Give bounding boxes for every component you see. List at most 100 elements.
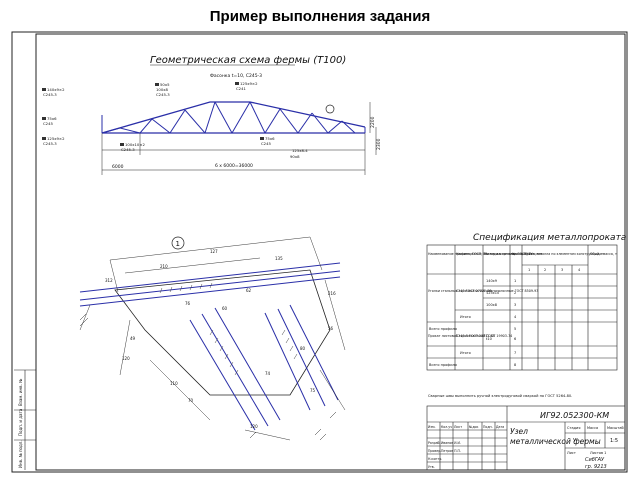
cut-hatching [79,313,337,441]
callout: 125х9×2 [47,136,65,141]
dim-panel: 6000 [112,164,124,170]
stamp-stage: У [573,438,576,444]
stamp-stage-label: Стадия [567,426,580,430]
dim-height-right: 2300 [376,138,382,150]
spec-subheader: 4 [578,268,581,272]
callout: 75х6 [47,116,57,121]
truss-scheme: Геометрическая схема фермы (Т100) Фасонк… [42,55,382,175]
stamp-role-name: Иванов И.И. [441,441,461,445]
callout: С241 [236,86,246,91]
spec-note: Сварные швы выполнить ручной электродуго… [428,394,572,398]
node-dim: 70 [188,398,194,403]
node-dim: 312 [105,278,113,283]
callout: С245-3 [43,141,57,146]
chord-member [79,262,341,307]
stamp-scale: 1:5 [610,438,618,444]
stamp-scale-label: Масштаб [607,426,624,430]
side-label-3: Взам. инв. № [18,379,23,406]
node-dim: 75 [310,388,316,393]
scheme-title: Геометрическая схема фермы (Т100) [150,55,346,66]
callout: С245 [261,141,271,146]
stamp-node-title: Узел [510,427,528,436]
spec-cell: 125х10 [486,291,499,295]
gusset-plate [114,269,331,396]
spec-header: Общая масса, т [590,252,617,256]
callout: С245-3 [156,92,170,97]
drawing-sheet: Инв. № подл. Подп. и дата Взам. инв. № Г… [11,31,628,473]
stamp-col-header: Кол.уч [441,425,452,429]
dim-total: 6 х 6000=36000 [215,163,253,169]
node-dim: 60 [222,306,228,311]
side-strip: Инв. № подл. Подп. и дата Взам. инв. № [14,369,36,470]
spec-title: Спецификация металлопроката [473,233,626,243]
scheme-dimensions [101,102,377,175]
spec-cell: Уголки стальные горячекатаные равнополоч… [428,289,538,293]
spec-cell: 100х8 [486,303,497,307]
spec-cell: 2 [514,291,516,295]
spec-header: Масса металла по элементам конструкций, … [524,252,603,256]
stamp-col-header: Лист [454,425,462,429]
callout: С245-3 [121,147,135,152]
spec-subheader: 3 [561,268,563,272]
callout: 100х8 [156,87,168,92]
node-dim: 135 [275,256,283,261]
node-dim: 49 [130,336,136,341]
top-chord [101,101,366,134]
side-label-2: Подп. и дата [18,408,23,436]
spec-cell: 140х9 [486,279,497,283]
spec-cell: С245-3 ГОСТ 27772-88 [456,334,495,338]
callout: 50х5 [160,82,170,87]
spec-cell: 1 [514,279,516,283]
stamp-col-header: Изм. [428,425,436,429]
node-dim: 120 [250,424,258,429]
stamp-mass-label: Масса [587,426,598,430]
weld-seams [159,282,298,376]
sheet-border [11,31,628,473]
spec-cell: Всего профиля [429,363,457,367]
node-dim: 74 [265,371,271,376]
spec-cell: Итого [460,315,471,319]
node-dim: 62 [246,288,252,293]
stamp-object-title: металлической фермы [510,437,601,446]
stamp-role-name: Петров П.П. [441,449,461,453]
spec-cell: 3 [514,303,516,307]
callout: 100х10×2 [125,142,146,147]
stamp-col-header: Дата [496,425,504,429]
callout: С245 [43,121,53,126]
scheme-sub-caption: Фасонка t=10, С245-3 [210,73,262,79]
spec-cell: Прокат листовой горячекатаный ГОСТ 19903… [428,334,512,338]
diagonal-right [264,304,339,411]
spec-cell: 6 [514,337,516,341]
callout: 125х9×2 [240,81,258,86]
stamp-role: Утв. [428,465,435,469]
stamp-sheets: Листов 1 [590,451,606,455]
spec-header: Номер или размеры профиля, мм [484,252,543,256]
node-number: 1 [176,240,180,248]
diagonal-left [189,307,281,431]
inner-frame [35,33,626,471]
spec-header: Наименование профиля, ГОСТ, ТУ [428,252,487,256]
stamp-role: Разраб. [428,441,441,445]
node-dim: 76 [185,301,191,306]
stamp-col-header: №док [469,425,478,429]
stamp-sheet: Лист [567,451,576,455]
node-dim: 110 [170,381,178,386]
node-dim: 127 [210,249,218,254]
stamp-org: СибГАУ [585,457,605,463]
stamp-code: ИГ92.052300-КМ [540,411,609,420]
spec-cell: 5 [514,327,516,331]
callout: 90х8 [290,154,300,159]
dim-height-left: 2200 [370,116,376,128]
stamp-role: Провер. [428,449,441,453]
spec-cell: 7 [514,351,516,355]
profile-callouts: 140х9×2 С245-3 75х6 С245 125х9×2 С245-3 … [42,81,308,159]
spec-table: Спецификация металлопроката Наименование… [426,233,626,398]
node-dim: 120 [122,356,130,361]
spec-cell: Всего профиля [429,327,457,331]
node-dim: 216 [328,291,336,296]
node-dim: 80 [300,346,306,351]
chord-label: 125х8-4 [292,148,308,153]
spec-header: № поз. [512,252,523,256]
callout: 140х9×2 [47,87,65,92]
side-label-1: Инв. № подл. [18,440,23,468]
